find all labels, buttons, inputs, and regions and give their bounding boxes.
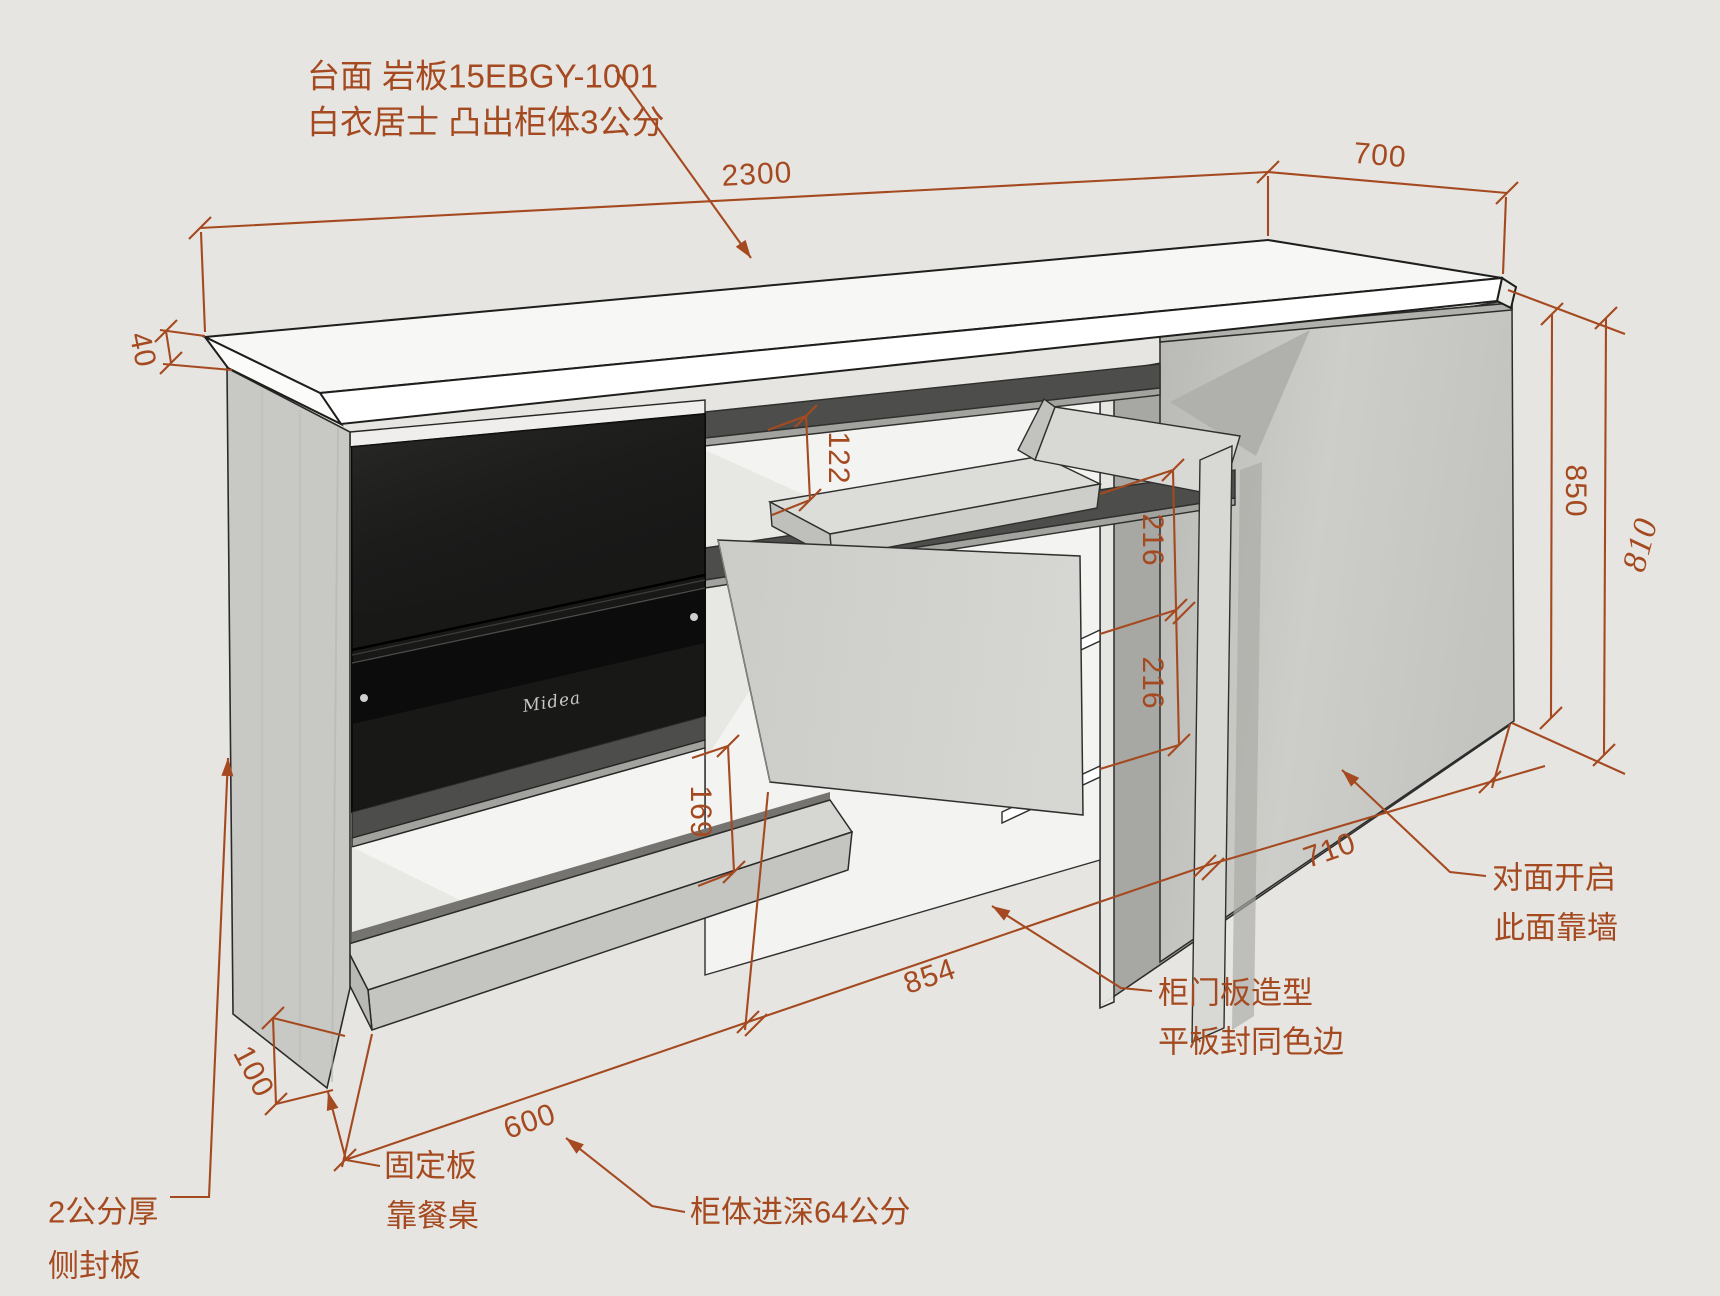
open-door <box>717 539 1084 816</box>
dim-122: 122 <box>822 431 855 485</box>
door-panel-note-line1: 柜门板造型 <box>1158 975 1313 1011</box>
leader-door-panel <box>991 905 1153 993</box>
dim-2300: 2300 <box>720 156 794 193</box>
oven-handle-band <box>352 587 705 724</box>
leader-side-panel <box>170 757 230 1199</box>
dim-169: 169 <box>684 785 717 839</box>
dim-line-810 <box>1602 317 1608 756</box>
dim-line-top <box>199 170 1508 230</box>
cabinet-depth-note: 柜体进深64公分 <box>690 1194 911 1230</box>
dim-line-122 <box>804 415 812 501</box>
leader-cabinet-depth <box>565 1137 686 1214</box>
dim-line-100 <box>271 1017 278 1105</box>
dim-40: 40 <box>122 329 163 371</box>
dim-216-lower: 216 <box>1136 656 1169 710</box>
ajar-door <box>1191 444 1262 1044</box>
right-door-top-edge <box>1159 302 1513 343</box>
door-panel-note-line2: 平板封同色边 <box>1158 1024 1344 1060</box>
fixed-board-note-line1: 固定板 <box>384 1148 477 1184</box>
dim-line-40 <box>164 330 173 364</box>
dimension-lines <box>154 69 1626 1214</box>
countertop-left-end <box>204 336 344 427</box>
leader-fixed-board <box>326 1091 381 1168</box>
leader-wall-side <box>1341 769 1487 878</box>
dim-216-upper: 216 <box>1136 513 1169 567</box>
ajar-door-shadow <box>1232 462 1262 1030</box>
flip-door-shadow <box>1170 330 1310 456</box>
countertop-note-line1: 台面 岩板15EBGY-1001 <box>307 57 658 95</box>
right-section <box>1099 299 1515 1010</box>
bottom-board <box>343 799 854 1032</box>
wall-side-note-line2: 此面靠墙 <box>1494 910 1618 946</box>
dim-850: 850 <box>1559 464 1592 518</box>
dim-line-169 <box>726 745 736 873</box>
side-panel-note-line1: 2公分厚 <box>48 1194 159 1230</box>
wall-side-note-line1: 对面开启 <box>1492 860 1616 896</box>
countertop-note-line2: 白衣居士 凸出柜体3公分 <box>307 103 665 141</box>
dim-line-216 <box>1171 469 1181 746</box>
countertop <box>201 238 1518 427</box>
side-panel-note-line2: 侧封板 <box>48 1248 141 1284</box>
leader-countertop <box>615 69 752 259</box>
oven-appliance <box>351 412 706 814</box>
fixed-board-note-line2: 靠餐桌 <box>386 1198 479 1234</box>
dim-line-850 <box>1549 313 1554 719</box>
hinge-dot-left <box>360 694 368 702</box>
hinge-dot-right <box>690 613 698 621</box>
dim-700: 700 <box>1352 136 1408 175</box>
left-side-panel <box>226 366 351 1090</box>
